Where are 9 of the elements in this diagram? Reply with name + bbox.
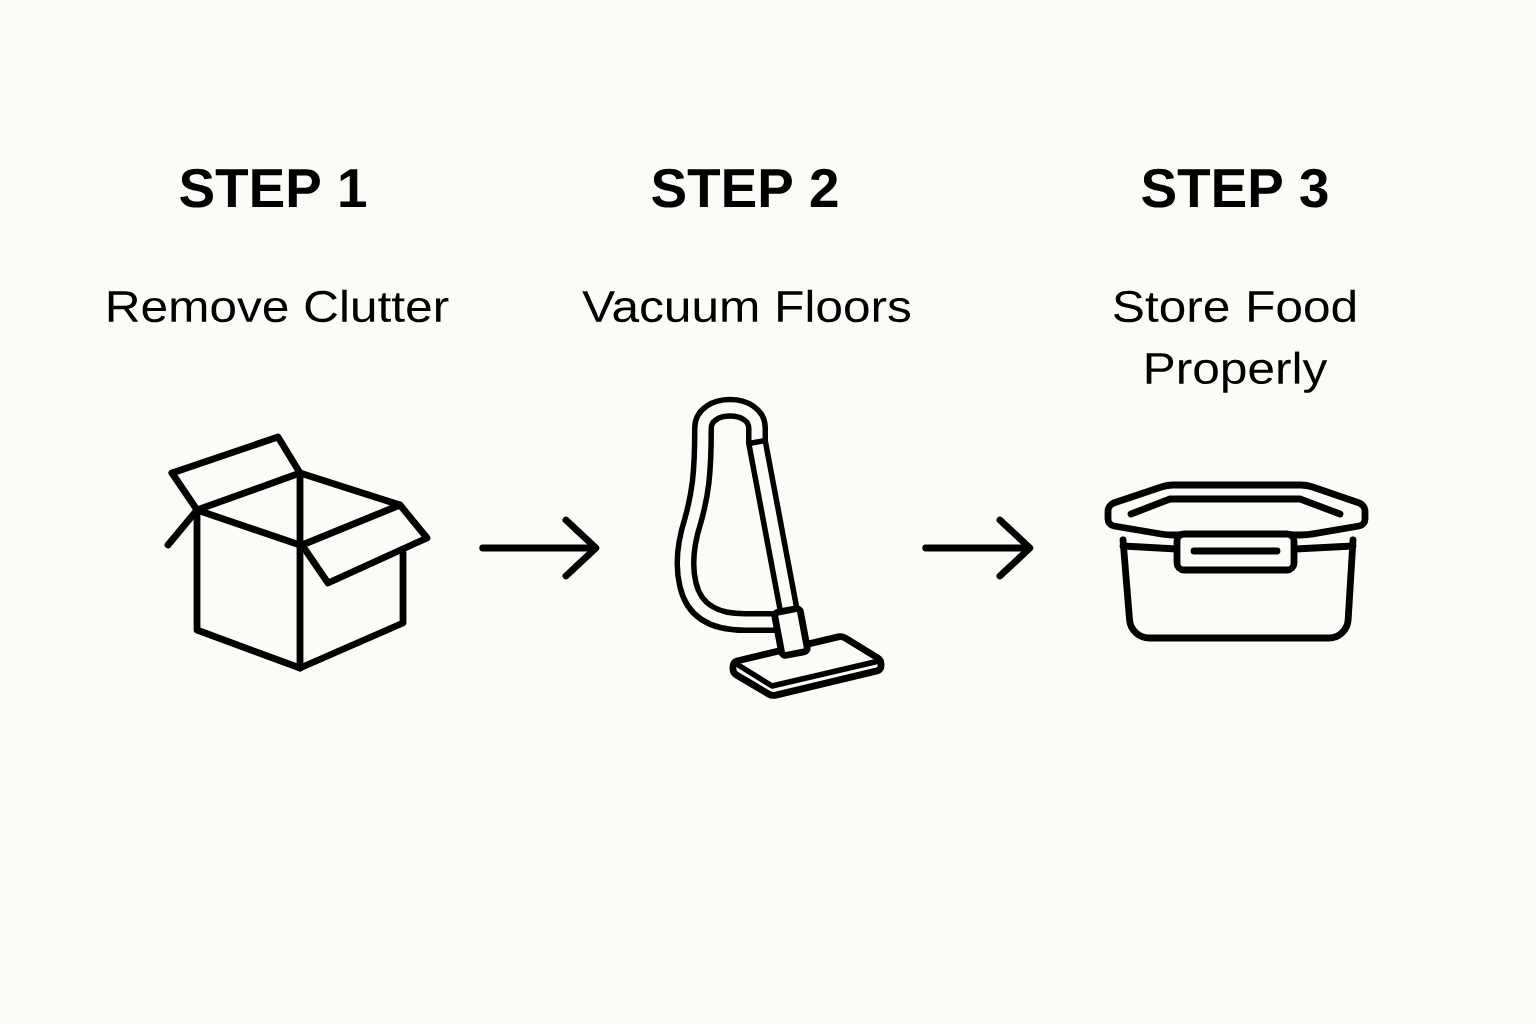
step-heading: STEP 1 bbox=[180, 168, 366, 208]
step-caption: Store Food Properly bbox=[1114, 289, 1355, 393]
step-caption: Remove Clutter bbox=[108, 289, 449, 323]
step-heading: STEP 2 bbox=[652, 168, 838, 208]
container-icon bbox=[1104, 481, 1369, 642]
step-heading: STEP 3 bbox=[1142, 168, 1328, 208]
box-icon bbox=[164, 433, 431, 672]
step-caption: Vacuum Floors bbox=[582, 289, 911, 323]
vacuum-icon bbox=[674, 396, 885, 699]
